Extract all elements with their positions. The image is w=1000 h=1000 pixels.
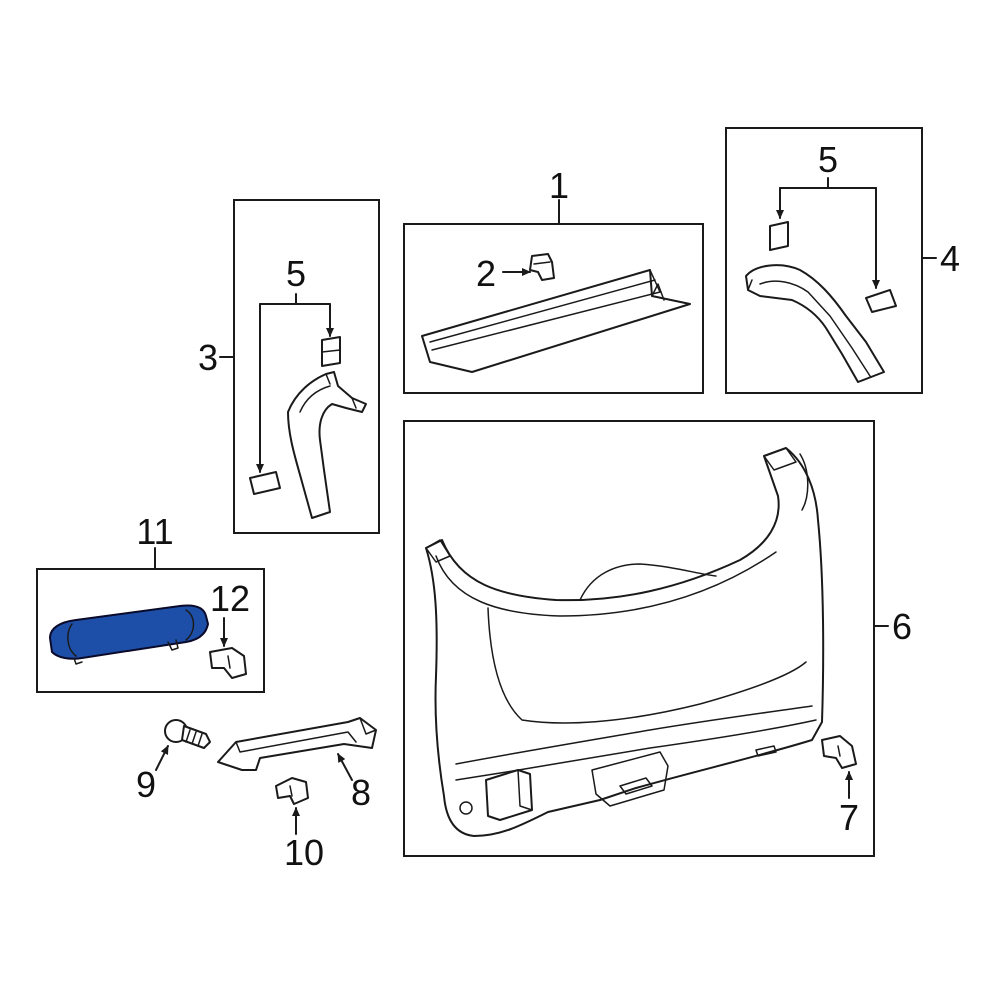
leader-5-box3	[259, 293, 331, 305]
part-9-screw[interactable]	[164, 719, 211, 749]
arrow-8	[337, 753, 353, 781]
group-box-1: 1 2	[403, 165, 704, 394]
group-box-6: 6 7	[403, 420, 912, 857]
part-8-bracket[interactable]	[217, 717, 377, 771]
group-box-4: 4 5	[725, 127, 960, 394]
part-2-clip[interactable]	[529, 253, 555, 281]
leader-5-box4	[779, 177, 877, 189]
part-11-pull-handle[interactable]	[49, 604, 209, 665]
callout-7[interactable]: 7	[839, 797, 859, 838]
part-10-clip[interactable]	[275, 777, 309, 805]
part-3-pillar-trim[interactable]	[287, 371, 367, 519]
callout-5-box3[interactable]: 5	[286, 253, 306, 294]
group-frame-6	[403, 420, 875, 857]
callout-12[interactable]: 12	[210, 578, 250, 619]
callout-3[interactable]: 3	[198, 337, 218, 378]
group-box-11: 11 12	[36, 511, 265, 693]
callout-9[interactable]: 9	[136, 764, 156, 805]
arrow-9	[155, 745, 169, 771]
part-12-clip[interactable]	[209, 647, 247, 679]
group-frame-1	[403, 223, 704, 394]
callout-11[interactable]: 11	[136, 511, 173, 552]
part-5-pad-box3-b[interactable]	[249, 471, 281, 495]
group-frame-4	[725, 127, 923, 394]
callout-6[interactable]: 6	[892, 606, 912, 647]
callout-1[interactable]: 1	[549, 165, 569, 206]
callout-2[interactable]: 2	[476, 253, 496, 294]
part-5-pad-box3-a[interactable]	[321, 336, 341, 367]
callout-10[interactable]: 10	[284, 832, 324, 873]
part-7-clip[interactable]	[821, 735, 857, 769]
callout-4[interactable]: 4	[940, 238, 960, 279]
part-1-trim-rail[interactable]	[421, 269, 691, 373]
part-5-pad-box4-a[interactable]	[769, 221, 789, 251]
callout-8[interactable]: 8	[351, 772, 371, 813]
part-5-pad-box4-b[interactable]	[865, 289, 897, 313]
part-4-pillar-trim[interactable]	[745, 264, 885, 383]
group-frame-3	[233, 199, 380, 534]
part-6-liftgate-panel[interactable]	[425, 447, 825, 837]
callout-5-box4[interactable]: 5	[818, 139, 838, 180]
group-box-3: 3 5	[198, 199, 380, 534]
group-frame-11	[36, 568, 265, 693]
